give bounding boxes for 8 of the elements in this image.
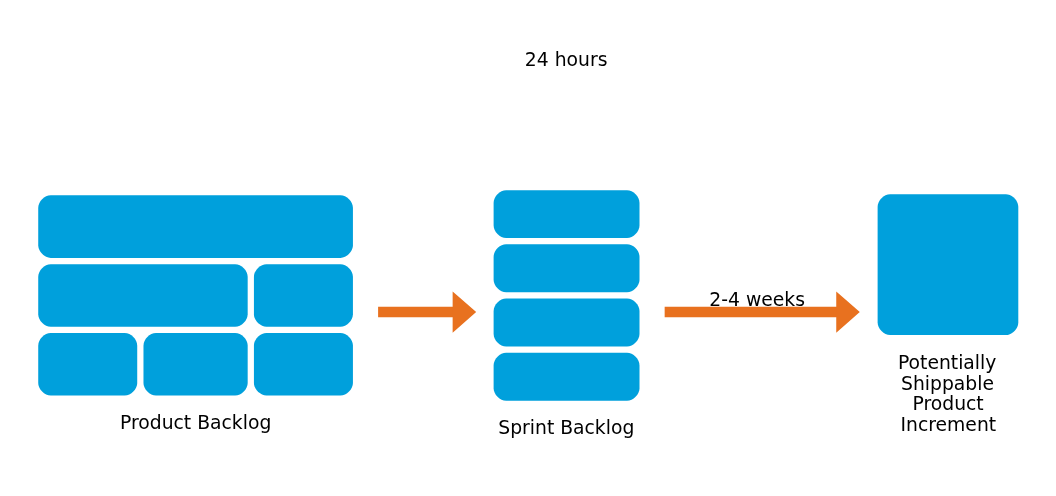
edge-label: 2-4 weeks <box>709 288 805 310</box>
node-label: Potentially Shippable Product Increment <box>897 351 997 435</box>
arrow <box>664 290 860 333</box>
arrow <box>378 290 477 333</box>
node-label: Sprint Backlog <box>498 416 635 438</box>
node-label: Product Backlog <box>120 411 272 433</box>
node-box <box>877 193 1019 335</box>
label: 24 hours <box>524 48 608 70</box>
